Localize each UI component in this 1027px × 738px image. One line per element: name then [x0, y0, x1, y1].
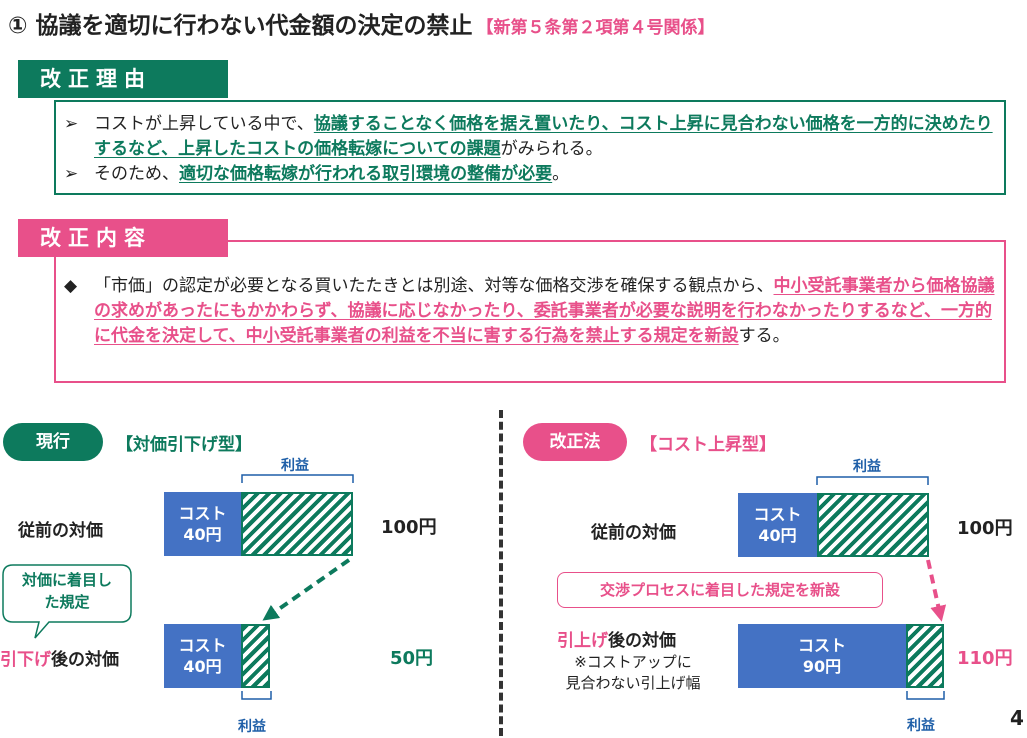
profit-bracket-top-right: [816, 476, 929, 485]
previous-price-label-left: 従前の対価: [18, 521, 103, 541]
cost-block-left-2: コスト 40円: [164, 624, 241, 688]
raised-price-label: 引上げ後の対価: [557, 631, 676, 651]
price-left-2: 50円: [390, 648, 434, 669]
reason-bullet-1: ➢ コストが上昇している中で、協議することなく価格を据え置いたり、コスト上昇に見…: [64, 114, 993, 159]
current-law-type: 【対価引下げ型】: [116, 435, 252, 455]
current-law-pill: 現行: [3, 423, 103, 461]
diamond-bullet-icon: ◆: [64, 276, 78, 296]
dashed-arrow-left: [262, 558, 351, 621]
profit-block-left-1: [241, 492, 353, 556]
profit-bracket-bottom-left: [241, 691, 272, 700]
arrow-bullet-icon: ➢: [64, 164, 79, 184]
dashed-arrow-right: [926, 559, 947, 622]
content-header: 改正内容: [18, 219, 228, 257]
reduced-price-label: 引下げ後の対価: [0, 650, 119, 670]
cost-block-right-1: コスト 40円: [738, 493, 817, 557]
profit-block-right-1: [817, 493, 929, 557]
title-text: 協議を適切に行わない代金額の決定の禁止: [35, 13, 473, 39]
reason-box: ➢ コストが上昇している中で、協議することなく価格を据え置いたり、コスト上昇に見…: [54, 100, 1006, 195]
cost-block-right-2: コスト 90円: [738, 624, 906, 688]
bubble-text: 対価に着目した規定: [22, 571, 113, 611]
profit-bracket-bottom-right: [906, 691, 945, 700]
content-bullet: ◆ 「市価」の認定が必要となる買いたたきとは別途、対等な価格交渉を確保する観点か…: [64, 276, 995, 346]
reason-header: 改正理由: [18, 60, 228, 98]
profit-block-right-2: [906, 624, 944, 688]
raised-price-note: ※コストアップに 見合わない引上げ幅: [565, 653, 701, 692]
profit-label-top-right: 利益: [853, 459, 881, 475]
profit-bracket-top-left: [241, 474, 354, 483]
profit-block-left-2: [241, 624, 270, 688]
profit-label-top-left: 利益: [281, 458, 309, 474]
new-rule-callout: 交渉プロセスに着目した規定を新設: [557, 572, 883, 608]
title-ref: 【新第５条第２項第４号関係】: [476, 18, 715, 38]
price-right-1: 100円: [957, 518, 1013, 539]
page-title: ① 協議を適切に行わない代金額の決定の禁止【新第５条第２項第４号関係】: [8, 6, 715, 40]
cost-block-left-1: コスト 40円: [164, 492, 241, 556]
previous-price-label-right: 従前の対価: [591, 523, 676, 543]
revised-law-pill: 改正法: [523, 423, 627, 461]
price-left-1: 100円: [381, 517, 437, 538]
content-box: ◆ 「市価」の認定が必要となる買いたたきとは別途、対等な価格交渉を確保する観点か…: [54, 240, 1006, 383]
profit-label-bottom-right: 利益: [907, 718, 935, 734]
revised-law-type: 【コスト上昇型】: [640, 435, 776, 455]
speech-bubble: [2, 564, 132, 639]
page-number: 4: [1010, 706, 1024, 730]
title-number: ①: [8, 13, 28, 39]
arrow-bullet-icon: ➢: [64, 114, 79, 134]
reason-bullet-2: ➢ そのため、適切な価格転嫁が行われる取引環境の整備が必要。: [56, 162, 1004, 187]
section-divider: [499, 410, 503, 736]
price-right-2: 110円: [957, 648, 1013, 669]
profit-label-bottom-left: 利益: [238, 719, 266, 735]
